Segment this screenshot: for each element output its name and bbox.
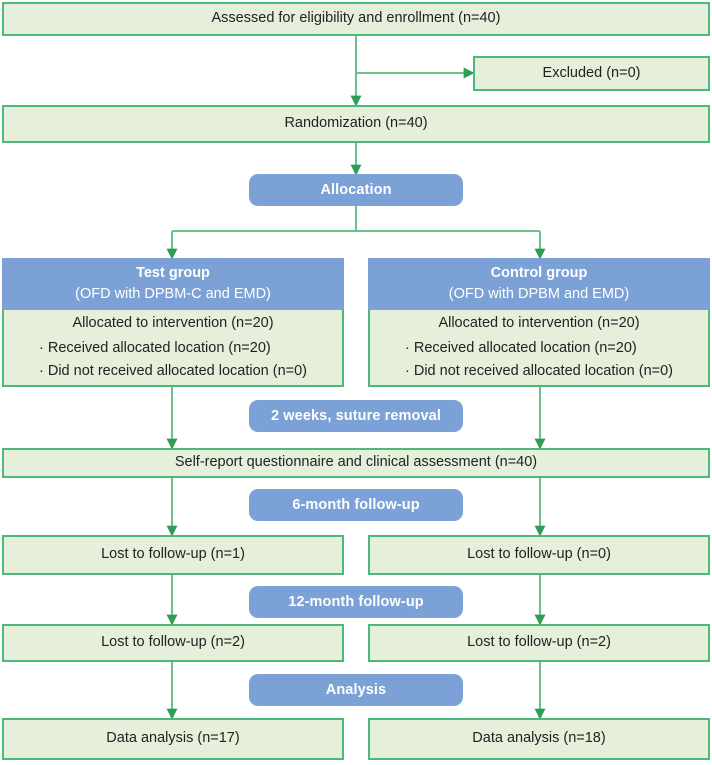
self-report-assessment-box: Self-report questionnaire and clinical a… bbox=[2, 448, 710, 478]
stage-allocation-pill: Allocation bbox=[249, 174, 463, 206]
assessed-for-eligibility-box: Assessed for eligibility and enrollment … bbox=[2, 2, 710, 36]
control-group-header: Control group (OFD with DPBM and EMD) bbox=[368, 258, 710, 310]
test-group-data-analysis-box: Data analysis (n=17) bbox=[2, 718, 344, 760]
control-group-lost-12m-box: Lost to follow-up (n=2) bbox=[368, 624, 710, 662]
control-group-data-analysis-label: Data analysis (n=18) bbox=[472, 730, 606, 747]
assessed-for-eligibility-label: Assessed for eligibility and enrollment … bbox=[211, 10, 501, 27]
test-group-lost-12m-box: Lost to follow-up (n=2) bbox=[2, 624, 344, 662]
test-group-lost-6m-label: Lost to follow-up (n=1) bbox=[101, 546, 245, 563]
stage-suture-removal-pill: 2 weeks, suture removal bbox=[249, 400, 463, 432]
control-group-lost-6m-label: Lost to follow-up (n=0) bbox=[467, 546, 611, 563]
control-group-data-analysis-box: Data analysis (n=18) bbox=[368, 718, 710, 760]
self-report-assessment-label: Self-report questionnaire and clinical a… bbox=[174, 454, 538, 471]
test-group-subtitle: (OFD with DPBM-C and EMD) bbox=[75, 286, 271, 302]
test-group-allocation-body: Allocated to intervention (n=20) · Recei… bbox=[2, 310, 344, 387]
control-group-bullet-not-received: · Did not received allocated location (n… bbox=[405, 363, 673, 380]
randomization-label: Randomization (n=40) bbox=[284, 115, 428, 132]
test-group-bullet-not-received: · Did not received allocated location (n… bbox=[39, 363, 307, 380]
stage-analysis-label: Analysis bbox=[325, 682, 387, 698]
control-group-lost-6m-box: Lost to follow-up (n=0) bbox=[368, 535, 710, 575]
test-group-lost-6m-box: Lost to follow-up (n=1) bbox=[2, 535, 344, 575]
excluded-box: Excluded (n=0) bbox=[473, 56, 710, 91]
test-group-header: Test group (OFD with DPBM-C and EMD) bbox=[2, 258, 344, 310]
stage-analysis-pill: Analysis bbox=[249, 674, 463, 706]
stage-twelve-month-pill: 12-month follow-up bbox=[249, 586, 463, 618]
control-group-title: Control group bbox=[490, 264, 588, 281]
test-group-data-analysis-label: Data analysis (n=17) bbox=[106, 730, 240, 747]
control-group-allocation-body: Allocated to intervention (n=20) · Recei… bbox=[368, 310, 710, 387]
test-group-bullets: · Received allocated location (n=20) · D… bbox=[39, 337, 307, 383]
control-group-bullets: · Received allocated location (n=20) · D… bbox=[405, 337, 673, 383]
test-group-allocated-label: Allocated to intervention (n=20) bbox=[72, 314, 274, 331]
stage-six-month-pill: 6-month follow-up bbox=[249, 489, 463, 521]
control-group-subtitle: (OFD with DPBM and EMD) bbox=[448, 286, 630, 302]
test-group-lost-12m-label: Lost to follow-up (n=2) bbox=[101, 634, 245, 651]
randomization-box: Randomization (n=40) bbox=[2, 105, 710, 143]
test-group-title: Test group bbox=[136, 264, 210, 281]
control-group-allocated-label: Allocated to intervention (n=20) bbox=[438, 314, 640, 331]
stage-allocation-label: Allocation bbox=[320, 182, 392, 198]
stage-six-month-label: 6-month follow-up bbox=[292, 497, 420, 513]
stage-twelve-month-label: 12-month follow-up bbox=[288, 594, 424, 610]
control-group-lost-12m-label: Lost to follow-up (n=2) bbox=[467, 634, 611, 651]
excluded-label: Excluded (n=0) bbox=[542, 64, 641, 81]
stage-suture-removal-label: 2 weeks, suture removal bbox=[271, 408, 441, 424]
test-group-bullet-received: · Received allocated location (n=20) bbox=[39, 339, 271, 356]
control-group-bullet-received: · Received allocated location (n=20) bbox=[405, 339, 637, 356]
